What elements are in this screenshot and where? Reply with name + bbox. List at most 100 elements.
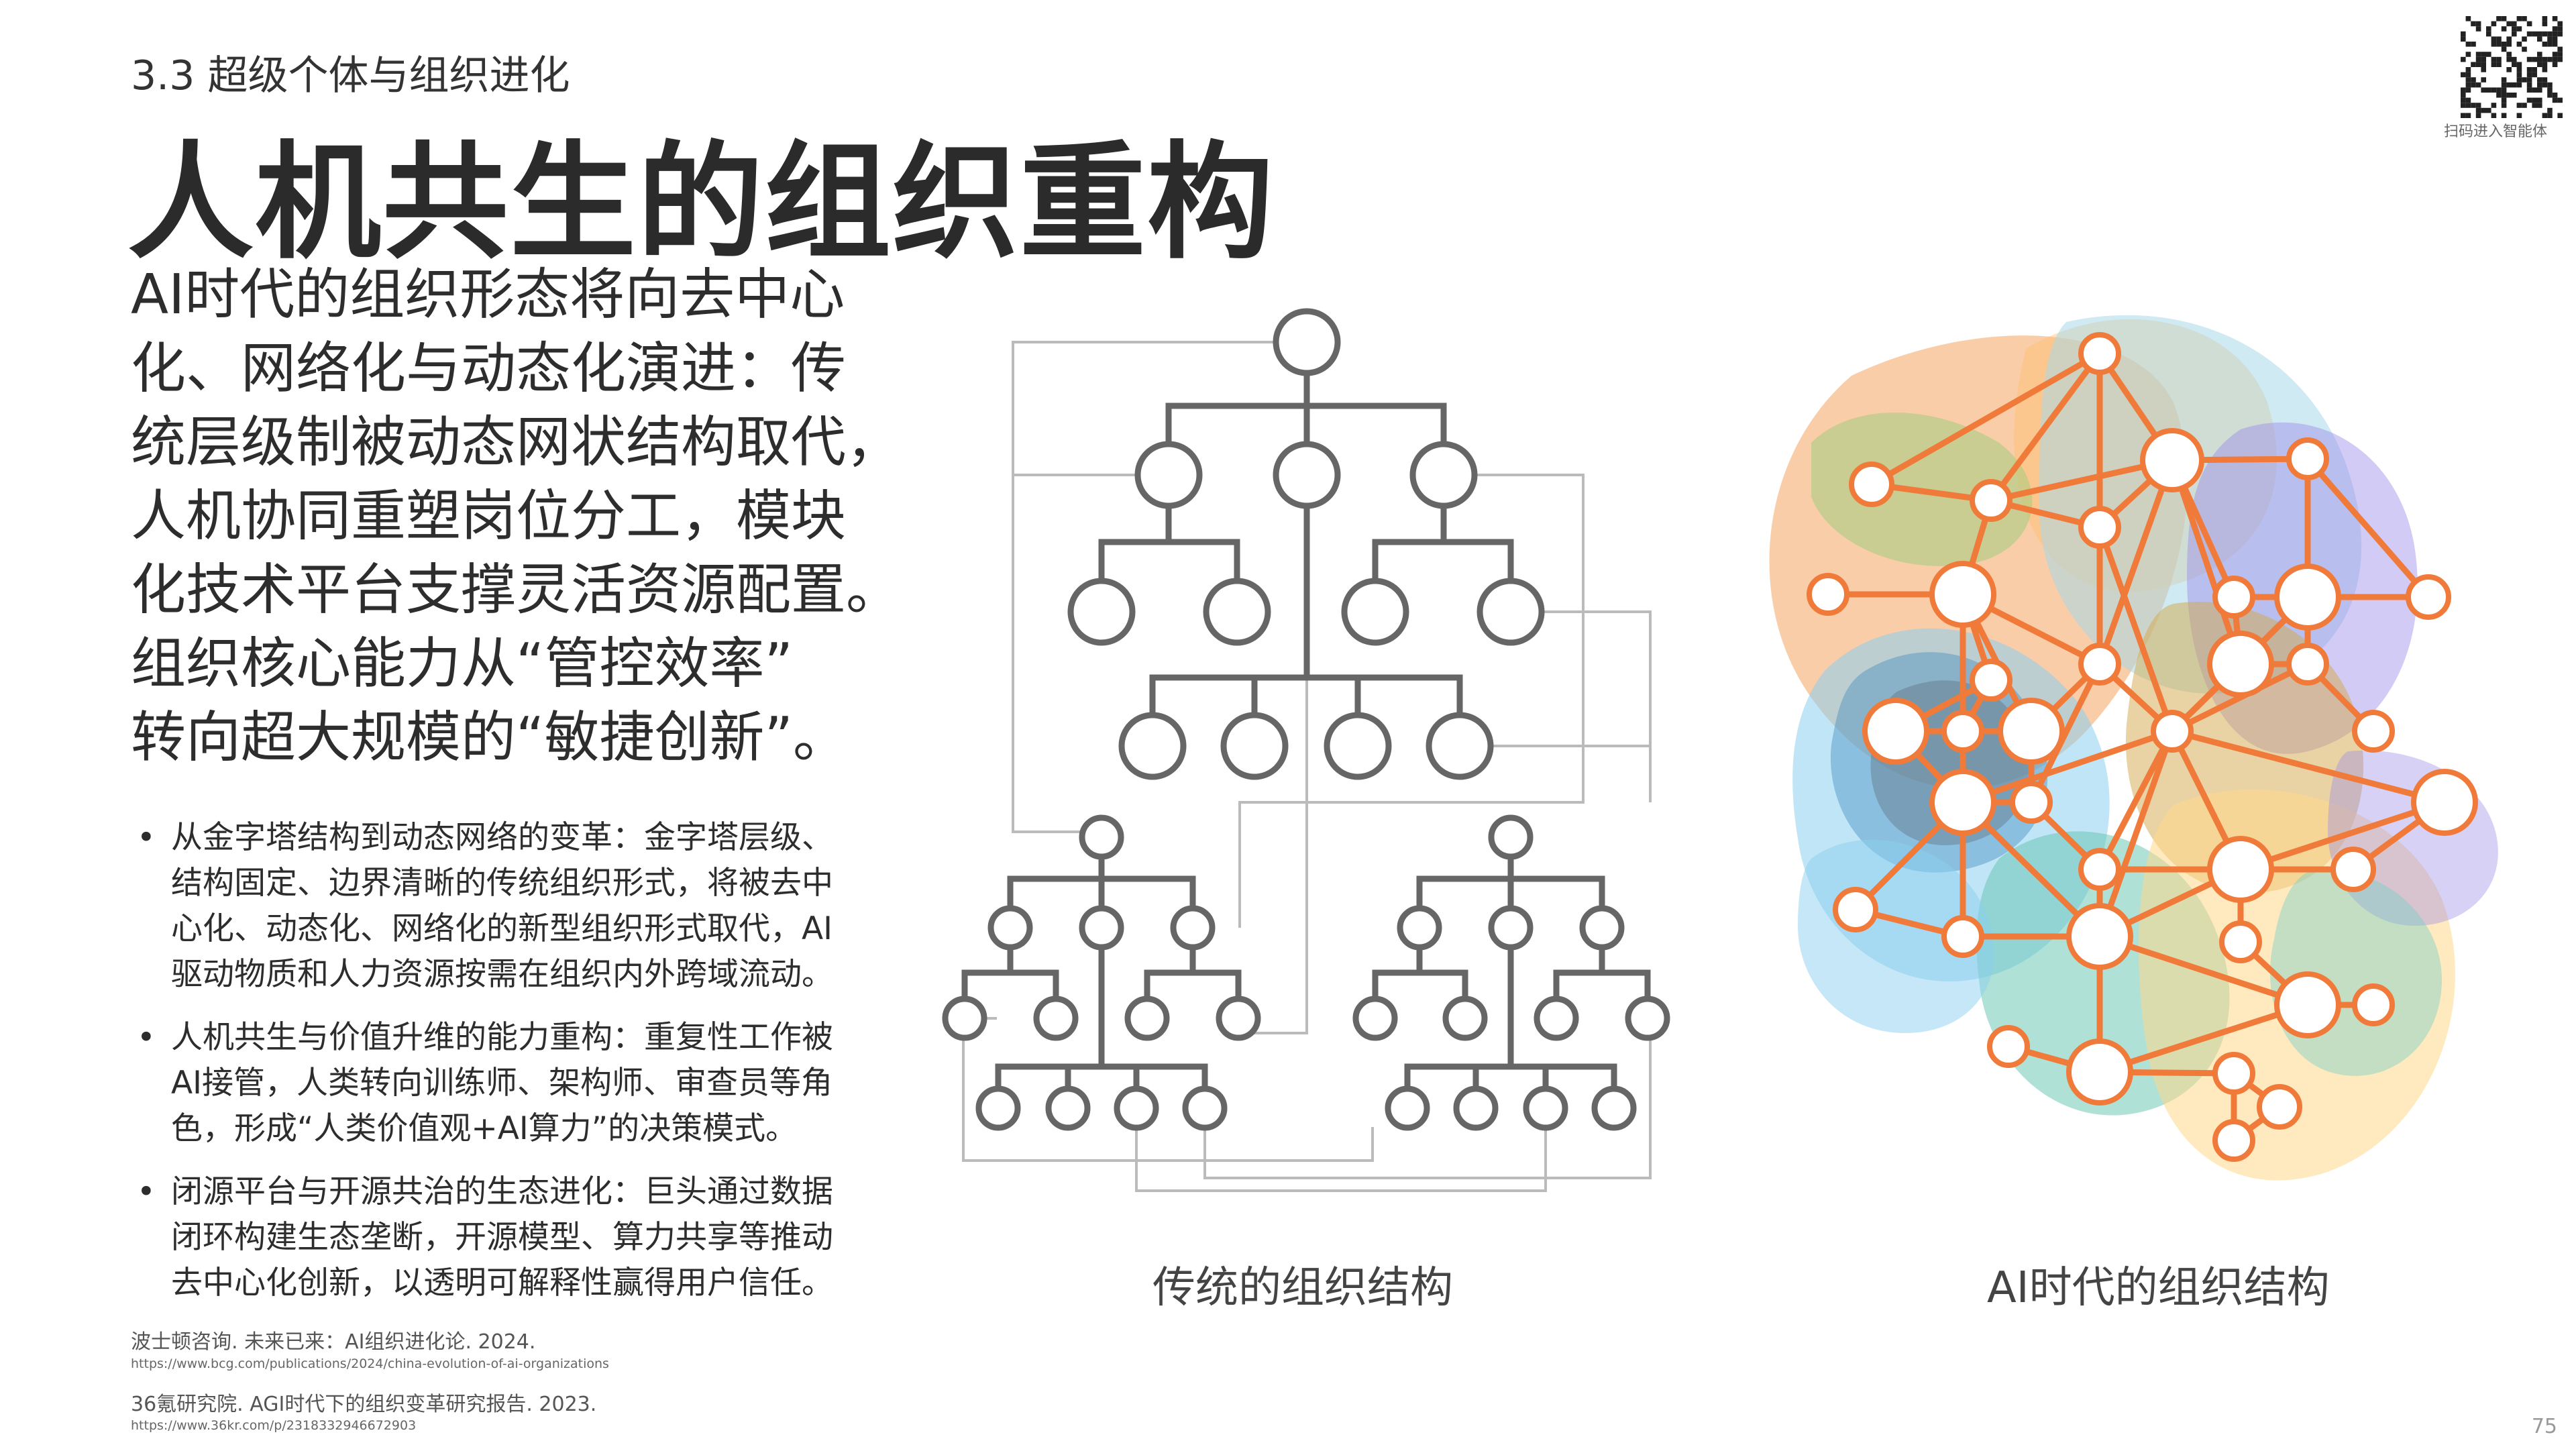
- lead-line: 组织核心能力从“管控效率”: [131, 632, 793, 696]
- network-link: [2096, 866, 2244, 940]
- hierarchy-node: [1625, 996, 1670, 1041]
- bullet-line: 色，形成“人类价值观+AI算力”的决策模式。: [171, 1110, 798, 1147]
- lead-paragraph: AI时代的组织形态将向去中心 化、网络化与动态化演进：传 统层级制被动态网状结构…: [131, 258, 902, 775]
- network-link: [2096, 1069, 2237, 1077]
- cross-link: [962, 1017, 1374, 1162]
- network-region: [2270, 869, 2442, 1076]
- network-node: [1929, 561, 1996, 628]
- network-node: [2406, 574, 2451, 620]
- bullet-line: 人机共生与价值升维的能力重构：重复性工作被: [171, 1019, 833, 1056]
- network-node: [2274, 564, 2341, 631]
- hierarchy-node: [1170, 905, 1216, 951]
- bullet-line: 从金字塔结构到动态网络的变革：金字塔层级、: [171, 819, 833, 856]
- network-link: [2169, 661, 2311, 735]
- network-node: [1807, 573, 1849, 616]
- bullet-dot: •: [137, 1173, 156, 1210]
- network-region: [2328, 750, 2498, 926]
- bullet-list: • 从金字塔结构到动态网络的变革：金字塔层级、 结构固定、边界清晰的传统组织形式…: [127, 815, 879, 1324]
- network-node: [2286, 643, 2329, 686]
- hierarchy-node: [1067, 578, 1136, 646]
- network-region: [1976, 831, 2230, 1116]
- source-url[interactable]: https://www.bcg.com/publications/2024/ch…: [131, 1356, 609, 1371]
- hierarchy-node: [1534, 996, 1579, 1041]
- hierarchy-node: [1488, 814, 1534, 860]
- hierarchy-node: [1409, 441, 1478, 509]
- network-region: [2039, 315, 2362, 694]
- network-link: [1960, 677, 1994, 735]
- source-url[interactable]: https://www.36kr.com/p/2318332946672903: [131, 1418, 417, 1433]
- network-node: [2140, 428, 2204, 492]
- network-node: [2078, 848, 2121, 891]
- network-node: [2151, 710, 2194, 753]
- network-link: [1960, 728, 2176, 806]
- network-node: [1970, 479, 2012, 522]
- network-node: [2078, 506, 2121, 549]
- hierarchy-node: [1273, 441, 1341, 509]
- qr-code-icon[interactable]: [2461, 16, 2563, 118]
- hierarchy-node: [1114, 1085, 1159, 1131]
- network-link: [2350, 799, 2448, 873]
- network-node: [2078, 332, 2121, 375]
- hierarchy-node: [1045, 1085, 1091, 1131]
- network-node: [2207, 631, 2274, 698]
- network-node: [2411, 769, 2478, 836]
- hierarchy-node: [1124, 996, 1170, 1041]
- network-link: [2231, 594, 2244, 667]
- hierarchy-node: [1341, 578, 1409, 646]
- hierarchy-node: [987, 905, 1033, 951]
- cross-link: [1135, 1127, 1547, 1192]
- hierarchy-node: [1220, 712, 1289, 780]
- source-citation: 36氪研究院. AGI时代下的组织变革研究报告. 2023.: [131, 1393, 597, 1416]
- hierarchy-node: [1426, 712, 1494, 780]
- network-link: [2028, 799, 2103, 873]
- network-link: [2005, 1043, 2103, 1075]
- lead-line: 转向超大规模的“敏捷创新”。: [131, 706, 848, 769]
- section-label: 3.3 超级个体与组织进化: [131, 52, 570, 99]
- bullet-line: 驱动物质和人力资源按需在组织内外跨域流动。: [171, 956, 833, 993]
- hierarchy-node: [1079, 814, 1124, 860]
- network-region: [1798, 839, 1994, 1033]
- network-link: [2169, 661, 2244, 735]
- network-node: [2212, 1119, 2255, 1162]
- bullet-line: 闭环构建生态垄断，开源模型、算力共享等推动: [171, 1219, 833, 1256]
- hierarchy-node: [1523, 1085, 1568, 1131]
- network-link: [1988, 457, 2176, 504]
- network-link: [2231, 1104, 2283, 1144]
- network-link: [2169, 594, 2311, 735]
- network-link: [1960, 591, 2035, 735]
- network-node: [2010, 781, 2053, 824]
- hierarchy-node: [1324, 712, 1392, 780]
- network-link: [2096, 1002, 2311, 1075]
- bullet-item: • 人机共生与价值升维的能力重构：重复性工作被 AI接管，人类转向训练师、架构师…: [127, 1015, 879, 1152]
- network-link: [1988, 497, 2103, 531]
- hierarchy-node: [1477, 578, 1545, 646]
- lead-line: 化技术平台支撑灵活资源配置。: [131, 558, 902, 622]
- network-link: [2096, 350, 2176, 464]
- hierarchy-node: [1118, 712, 1187, 780]
- bullet-line: AI接管，人类转向训练师、架构师、审查员等角: [171, 1065, 833, 1102]
- network-link: [1892, 677, 1994, 735]
- bullet-item: • 从金字塔结构到动态网络的变革：金字塔层级、 结构固定、边界清晰的传统组织形式…: [127, 815, 879, 998]
- hierarchy-node: [1385, 1085, 1430, 1131]
- source-citation: 波士顿咨询. 未来已来：AI组织进化论. 2024.: [131, 1330, 536, 1354]
- network-link: [2237, 594, 2311, 667]
- bullet-line: 去中心化创新，以透明可解释性赢得用户信任。: [171, 1265, 833, 1301]
- traditional-caption: 传统的组织结构: [1152, 1263, 1453, 1313]
- network-region: [2187, 422, 2418, 754]
- network-region: [2125, 601, 2364, 893]
- network-node: [2078, 643, 2121, 686]
- hierarchy-node: [1488, 905, 1534, 951]
- network-link: [2169, 661, 2244, 735]
- bullet-dot: •: [137, 1019, 156, 1056]
- network-link: [2169, 455, 2311, 464]
- hierarchy-node: [1134, 441, 1203, 509]
- cross-link: [1238, 474, 1585, 928]
- network-node: [1929, 769, 1996, 836]
- network-link: [2169, 457, 2237, 600]
- network-node: [2066, 1038, 2133, 1106]
- bullet-line: 闭源平台与开源共治的生态进化：巨头通过数据: [171, 1173, 833, 1210]
- cross-link: [1238, 678, 1308, 1034]
- network-link: [1960, 591, 2103, 667]
- network-node: [2212, 576, 2255, 619]
- network-node: [1833, 887, 1878, 932]
